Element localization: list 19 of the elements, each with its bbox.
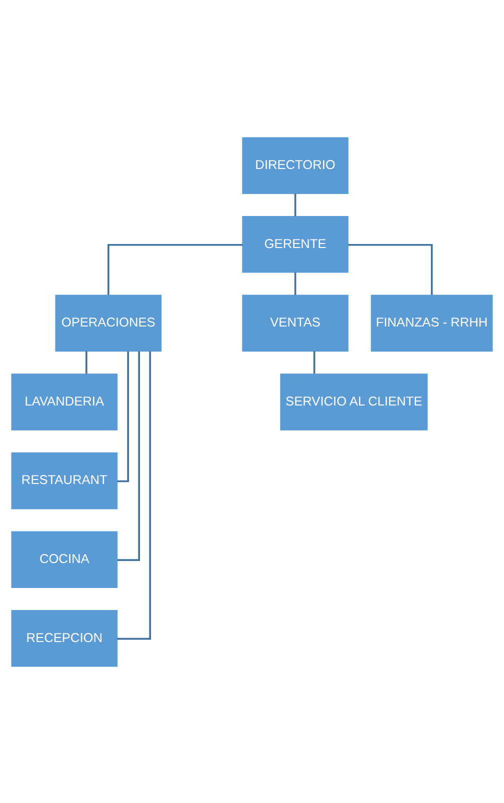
- node-box: FINANZAS - RRHH: [370, 294, 493, 352]
- node-box: SERVICIO AL CLIENTE: [280, 373, 428, 430]
- connector: [294, 193, 296, 216]
- node-box: COCINA: [11, 530, 118, 588]
- node-box: OPERACIONES: [55, 294, 162, 352]
- connector: [294, 272, 296, 295]
- connector: [348, 243, 433, 294]
- node-box: RECEPCION: [11, 609, 118, 666]
- node-box: VENTAS: [242, 294, 348, 352]
- node-box: LAVANDERIA: [11, 373, 118, 430]
- node-box: DIRECTORIO: [242, 136, 348, 194]
- connector: [117, 350, 151, 640]
- connector: [107, 243, 242, 294]
- connector: [117, 350, 129, 482]
- connector: [117, 350, 140, 560]
- connector: [85, 350, 88, 374]
- node-box: RESTAURANT: [11, 452, 118, 509]
- connector: [313, 350, 316, 374]
- node-box: GERENTE: [242, 216, 348, 272]
